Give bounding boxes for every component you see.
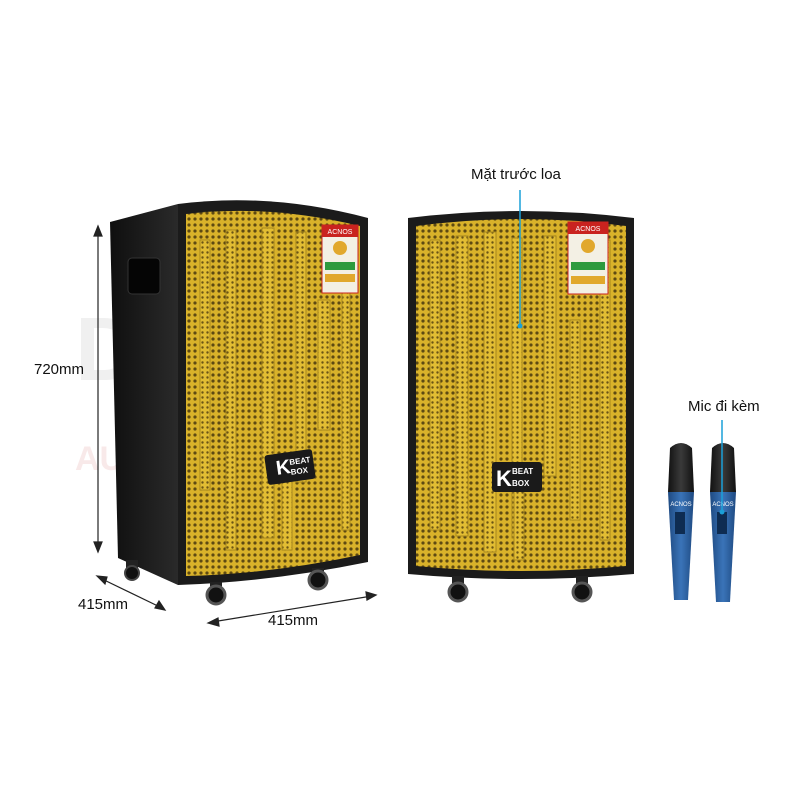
dimension-width-arrow — [206, 591, 378, 627]
svg-text:BEAT: BEAT — [512, 467, 533, 476]
mic-brand-text-2: ACNOS — [712, 502, 733, 508]
mic-body — [668, 492, 694, 600]
speaker-wheels — [124, 560, 329, 606]
grille-stripes — [199, 227, 351, 551]
speaker-side-panel — [110, 204, 178, 585]
certification-badge-2: ACNOS — [567, 221, 609, 295]
mic-switch-2 — [717, 512, 727, 534]
mic-body-2 — [710, 492, 736, 602]
svg-text:BEAT: BEAT — [289, 455, 311, 467]
speaker-handle — [127, 257, 161, 295]
dimension-height-arrow — [93, 224, 103, 554]
mic-switch — [675, 512, 685, 534]
svg-text:K: K — [275, 456, 293, 480]
badge-brand-text: ACNOS — [328, 229, 353, 236]
speaker-side-view: ACNOS K BEAT BOX — [110, 200, 368, 606]
mic-callout-label: Mic đi kèm — [688, 398, 760, 415]
certification-badge: ACNOS — [321, 224, 359, 294]
callout-mic-line — [719, 420, 725, 515]
callout-front-line — [517, 190, 523, 329]
badge-brand-text-2: ACNOS — [576, 226, 601, 233]
microphone-right: ACNOS — [710, 443, 736, 602]
mic-head-2 — [710, 443, 736, 492]
grille-stripes-2 — [429, 231, 611, 561]
dimension-depth-arrow — [95, 575, 167, 611]
speaker-wheels-2 — [447, 576, 593, 603]
microphone-left: ACNOS — [668, 443, 694, 600]
svg-text:BOX: BOX — [512, 479, 530, 488]
speaker-logo: K BEAT BOX — [264, 449, 316, 485]
svg-text:BOX: BOX — [290, 465, 309, 476]
speaker-logo-2: K BEAT BOX — [492, 462, 542, 492]
svg-text:K: K — [496, 466, 512, 491]
front-callout-label: Mặt trước loa — [471, 166, 561, 183]
height-dimension-label: 720mm — [34, 361, 85, 378]
mic-head — [668, 443, 694, 492]
width-dimension-label: 415mm — [268, 612, 319, 629]
mic-brand-text: ACNOS — [670, 502, 691, 508]
speaker-front-view: ACNOS K BEAT BOX — [408, 211, 634, 603]
depth-dimension-label: 415mm — [78, 596, 129, 613]
